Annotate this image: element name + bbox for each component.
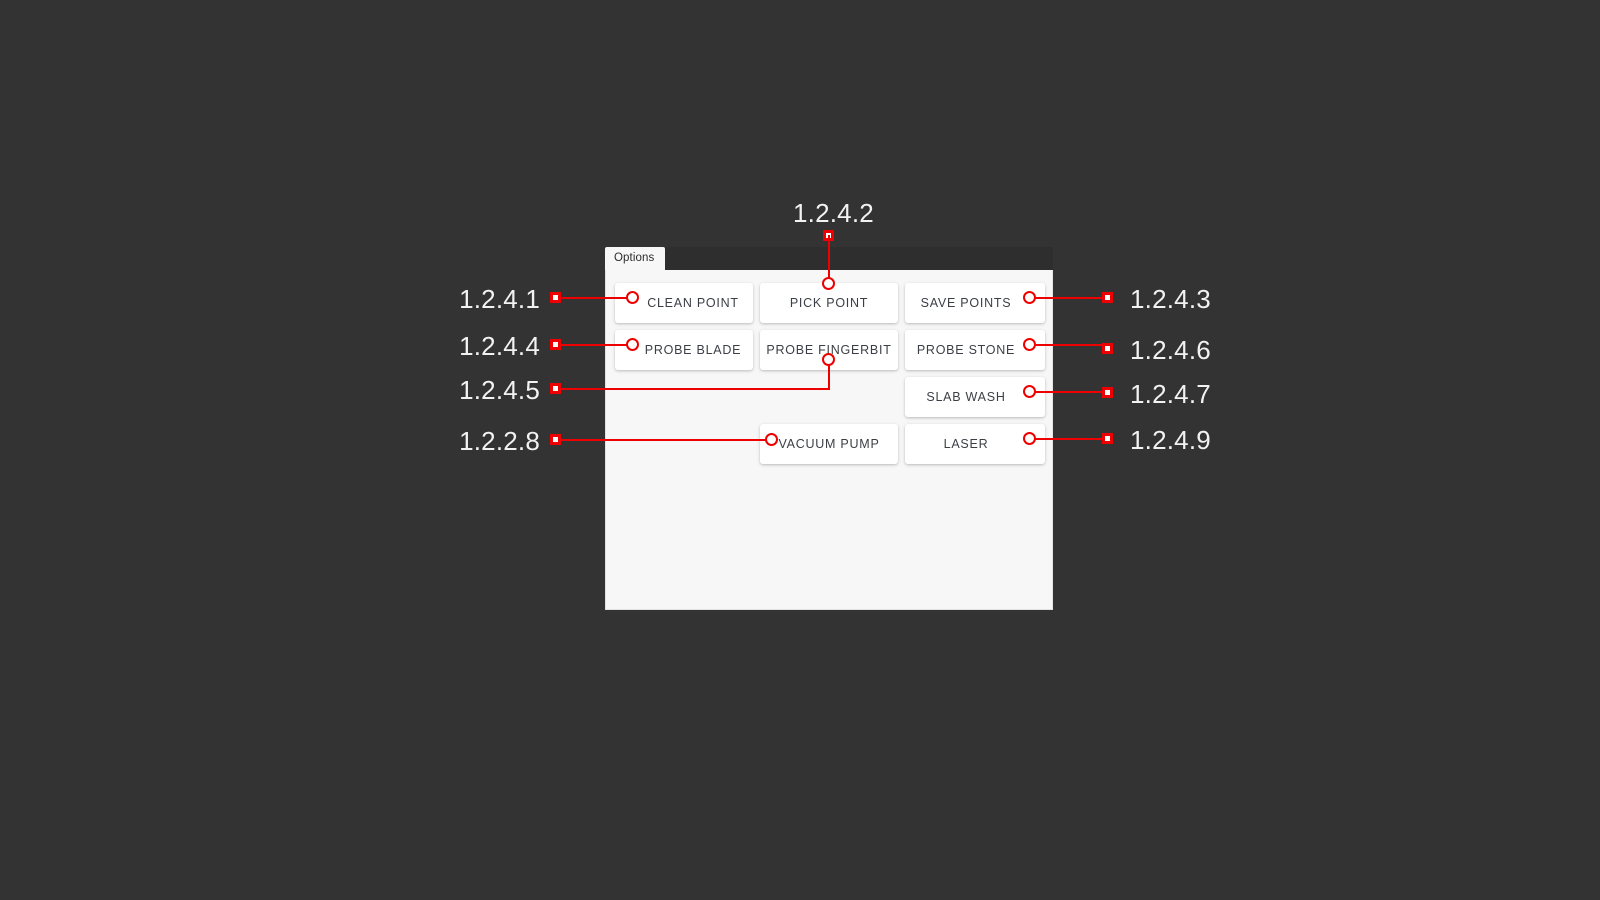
button-label: CLEAN POINT bbox=[647, 296, 739, 310]
button-label: SAVE POINTS bbox=[920, 296, 1012, 310]
annotation-square-1-2-4-6 bbox=[1102, 343, 1113, 354]
button-clean-point[interactable]: CLEAN POINT bbox=[615, 283, 753, 323]
button-vacuum-pump[interactable]: VACUUM PUMP bbox=[760, 424, 898, 464]
annotation-square-1-2-4-3 bbox=[1102, 292, 1113, 303]
button-label: VACUUM PUMP bbox=[778, 437, 880, 451]
annotation-square-1-2-4-2 bbox=[823, 230, 834, 241]
button-label: LASER bbox=[943, 437, 989, 451]
button-probe-stone[interactable]: PROBE STONE bbox=[905, 330, 1045, 370]
annotation-label-1-2-4-6: 1.2.4.6 bbox=[1130, 335, 1211, 365]
button-slab-wash[interactable]: SLAB WASH bbox=[905, 377, 1045, 417]
annotation-label-1-2-4-2: 1.2.4.2 bbox=[793, 198, 874, 228]
options-panel: Options CLEAN POINT PICK POINT SAVE POIN… bbox=[605, 247, 1053, 610]
annotation-label-1-2-4-5: 1.2.4.5 bbox=[459, 375, 540, 405]
button-probe-blade[interactable]: PROBE BLADE bbox=[615, 330, 753, 370]
button-label: PICK POINT bbox=[789, 296, 869, 310]
annotation-label-1-2-4-4: 1.2.4.4 bbox=[459, 331, 540, 361]
annotation-label-1-2-4-3: 1.2.4.3 bbox=[1130, 284, 1211, 314]
annotation-square-1-2-4-1 bbox=[550, 292, 561, 303]
button-label: PROBE FINGERBIT bbox=[766, 343, 892, 357]
annotation-square-1-2-2-8 bbox=[550, 434, 561, 445]
annotation-label-1-2-4-1: 1.2.4.1 bbox=[459, 284, 540, 314]
button-pick-point[interactable]: PICK POINT bbox=[760, 283, 898, 323]
tab-options[interactable]: Options bbox=[605, 247, 665, 270]
button-label: PROBE STONE bbox=[916, 343, 1016, 357]
annotation-square-1-2-4-9 bbox=[1102, 433, 1113, 444]
annotation-label-1-2-4-9: 1.2.4.9 bbox=[1130, 425, 1211, 455]
panel-tab-bar: Options bbox=[605, 247, 1053, 270]
button-probe-fingerbit[interactable]: PROBE FINGERBIT bbox=[760, 330, 898, 370]
button-save-points[interactable]: SAVE POINTS bbox=[905, 283, 1045, 323]
annotation-label-1-2-4-7: 1.2.4.7 bbox=[1130, 379, 1211, 409]
annotation-square-1-2-4-7 bbox=[1102, 387, 1113, 398]
button-label: SLAB WASH bbox=[926, 390, 1006, 404]
annotation-square-1-2-4-5 bbox=[550, 383, 561, 394]
annotation-square-1-2-4-4 bbox=[550, 339, 561, 350]
panel-body: CLEAN POINT PICK POINT SAVE POINTS PROBE… bbox=[605, 270, 1053, 610]
button-label: PROBE BLADE bbox=[644, 343, 742, 357]
button-laser[interactable]: LASER bbox=[905, 424, 1045, 464]
annotation-label-1-2-2-8: 1.2.2.8 bbox=[459, 426, 540, 456]
